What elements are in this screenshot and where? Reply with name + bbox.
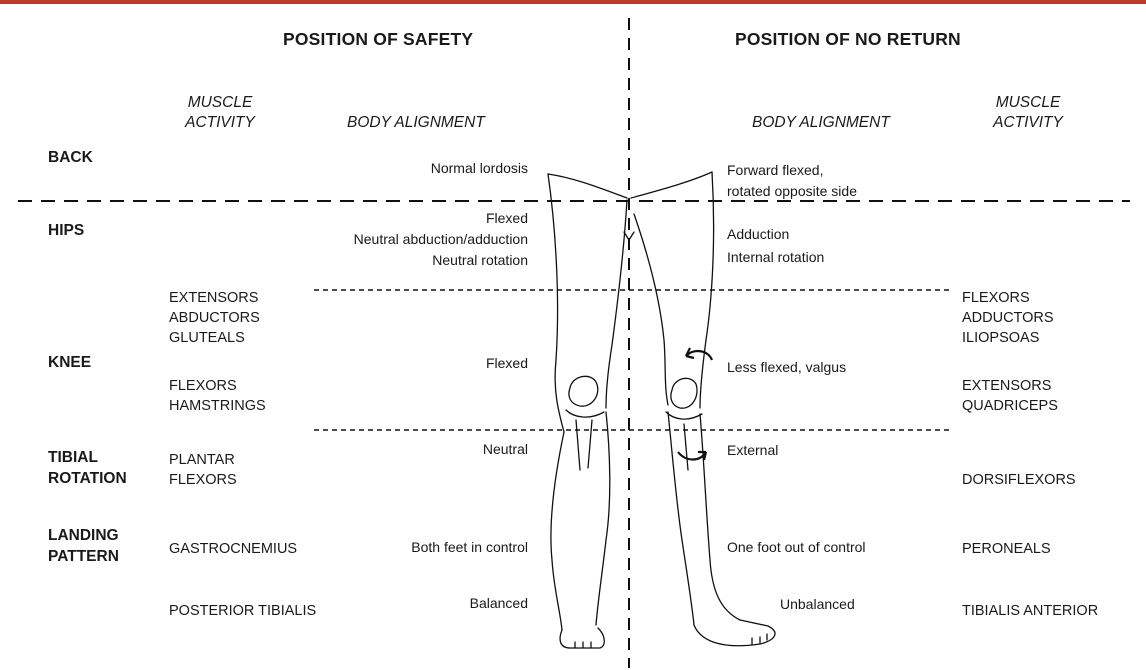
rotation-arrow-icon <box>678 348 712 460</box>
leg-safety-illustration-icon <box>548 174 627 648</box>
leg-no-return-illustration-icon <box>624 172 775 646</box>
